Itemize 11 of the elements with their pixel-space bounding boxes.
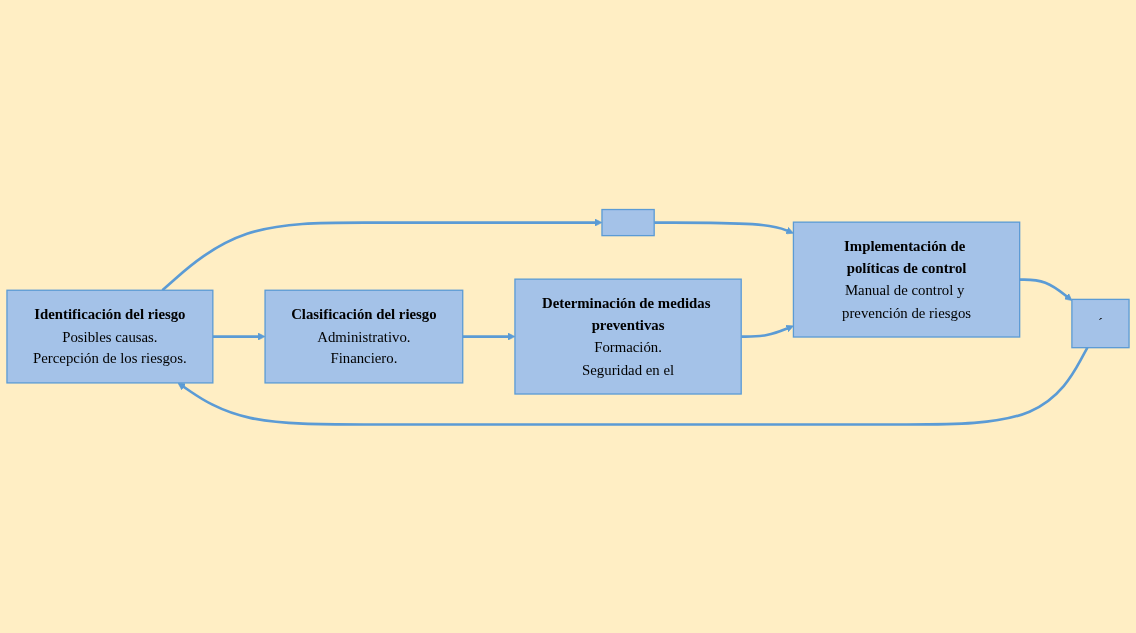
node-box: [601, 208, 655, 236]
arrow: [1019, 277, 1073, 301]
node-box: Identificación del riesgo Posibles causas. Percepción de los riesgos.: [6, 289, 214, 384]
node-box: Clasificación del riesgo Administrativo. Financiero.: [264, 289, 464, 384]
node-box: Implementación de políticas de control Manual de control y prevención de riesgos: [792, 221, 1021, 338]
arrow: [654, 220, 794, 234]
node-box: ´: [1071, 298, 1130, 348]
arrow: [741, 324, 794, 338]
arrow: [177, 346, 1089, 426]
arrow: [212, 332, 266, 340]
node-box: Determinación de medidas preventivas Formación. Seguridad en el: [514, 278, 742, 395]
